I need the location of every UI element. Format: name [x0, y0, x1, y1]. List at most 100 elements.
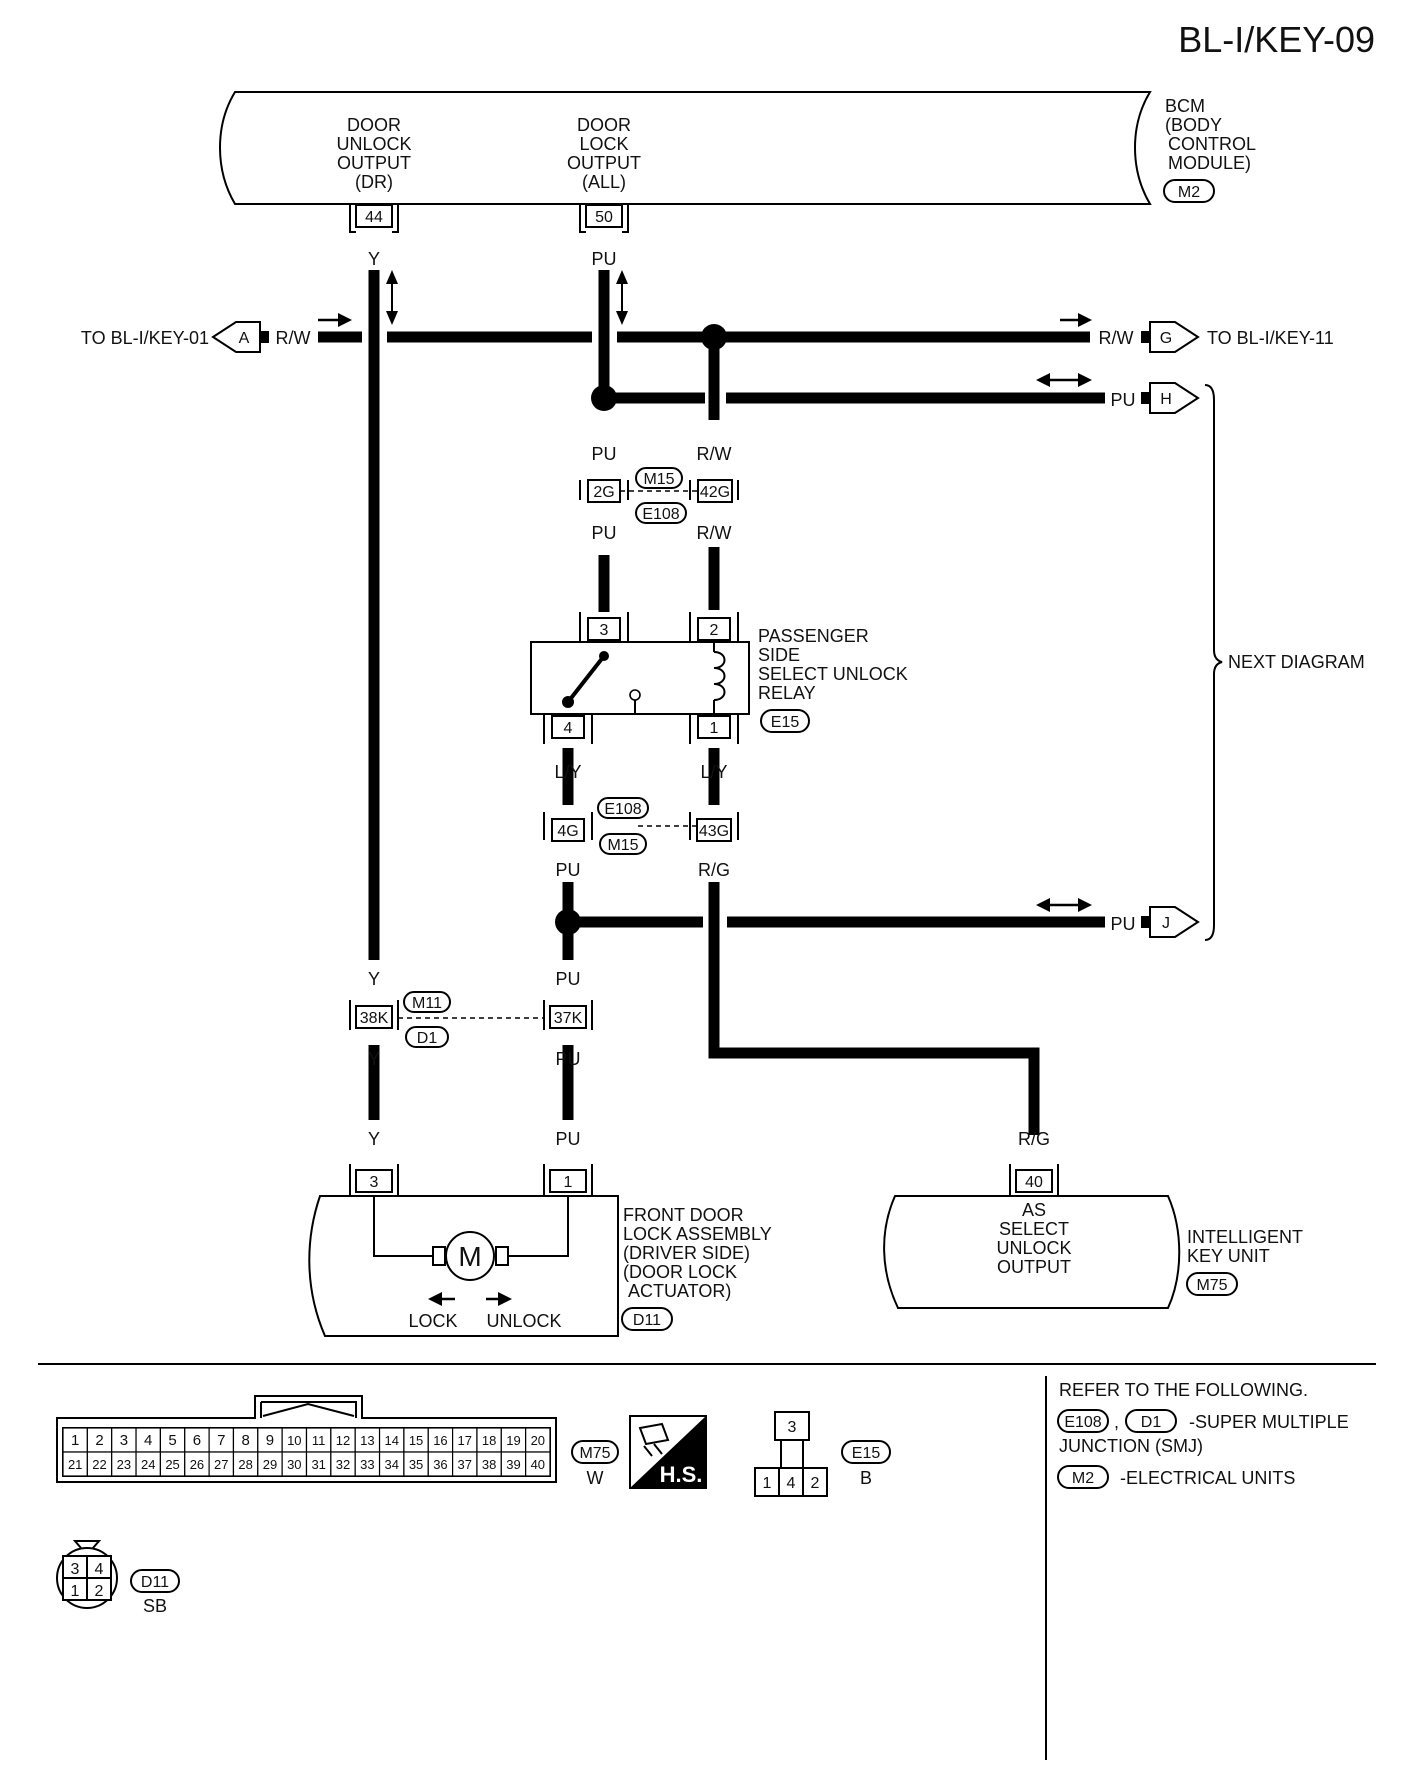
- m75-pin-cell: [525, 1427, 551, 1453]
- m75-pin-cell: [281, 1451, 308, 1477]
- svg-text:Y: Y: [368, 249, 380, 269]
- m75-pin-number: 22: [92, 1457, 106, 1472]
- bcm-lock-label-4: (ALL): [582, 172, 626, 192]
- svg-text:FRONT DOOR: FRONT DOOR: [623, 1205, 744, 1225]
- m75-pin-cell: [330, 1451, 356, 1477]
- m75-pin-number: 35: [409, 1457, 423, 1472]
- svg-text:43G: 43G: [699, 823, 729, 840]
- relay-label: PASSENGER SIDE SELECT UNLOCK RELAY E15: [758, 626, 908, 733]
- svg-text:SELECT UNLOCK: SELECT UNLOCK: [758, 664, 908, 684]
- m75-pin-number: 33: [360, 1457, 374, 1472]
- svg-text:M2: M2: [1072, 1470, 1094, 1487]
- svg-text:4: 4: [787, 1475, 796, 1492]
- m75-view-label: M75 W: [571, 1440, 619, 1488]
- svg-text:Y: Y: [368, 1049, 380, 1069]
- m75-pin-number: 39: [506, 1457, 520, 1472]
- svg-text:INTELLIGENT: INTELLIGENT: [1187, 1227, 1303, 1247]
- bcm-label: BCM (BODY CONTROL MODULE) M2: [1163, 96, 1256, 203]
- svg-text:CONTROL: CONTROL: [1168, 134, 1256, 154]
- bcm-unlock-label-3: OUTPUT: [337, 153, 411, 173]
- svg-text:W: W: [587, 1468, 604, 1488]
- m75-pin-cell: [305, 1427, 332, 1453]
- e15-view-label: E15 B: [841, 1440, 891, 1488]
- m75-pin-number: 26: [190, 1457, 204, 1472]
- m75-pin-cell: [354, 1451, 381, 1477]
- svg-text:D1: D1: [417, 1030, 438, 1047]
- m75-pin-number: 32: [336, 1457, 350, 1472]
- m75-pin-number: 19: [506, 1433, 520, 1448]
- m75-pin-number: 14: [384, 1433, 398, 1448]
- offpage-h: H: [1141, 382, 1200, 414]
- bcm-connector-id: M2: [1178, 184, 1200, 201]
- svg-text:REFER TO THE FOLLOWING.: REFER TO THE FOLLOWING.: [1059, 1380, 1308, 1400]
- svg-text:RELAY: RELAY: [758, 683, 816, 703]
- offpage-g: G TO BL-I/KEY-11: [1141, 321, 1334, 353]
- bcm-block: DOOR UNLOCK OUTPUT (DR) DOOR LOCK OUTPUT…: [219, 91, 1152, 205]
- svg-text:MODULE): MODULE): [1168, 153, 1251, 173]
- svg-text:Y: Y: [368, 1129, 380, 1149]
- m75-pin-cell: [476, 1451, 502, 1477]
- svg-text:R/W: R/W: [697, 444, 732, 464]
- m75-pin-number: 30: [287, 1457, 301, 1472]
- svg-text:3: 3: [370, 1174, 379, 1191]
- m75-pin-number: 11: [312, 1433, 326, 1448]
- m75-pin-number: 28: [238, 1457, 252, 1472]
- svg-text:E108: E108: [1064, 1414, 1101, 1431]
- harness-icon: [638, 1422, 670, 1457]
- m75-pin-cell: [378, 1451, 405, 1477]
- bcm-pin-44: 44: [349, 204, 399, 233]
- svg-text:SELECT: SELECT: [999, 1219, 1069, 1239]
- svg-text:1: 1: [763, 1475, 772, 1492]
- svg-text:M15: M15: [607, 837, 638, 854]
- svg-text:LOCK ASSEMBLY: LOCK ASSEMBLY: [623, 1224, 772, 1244]
- m75-pin-number: 5: [168, 1432, 176, 1449]
- m75-pin-cell: [208, 1451, 235, 1477]
- svg-text:A: A: [239, 330, 250, 347]
- d11-view-label: D11 SB: [130, 1569, 180, 1616]
- wire-color-labels: Y PU R/W R/W PU PU R/W PU R/W L/Y L/Y PU…: [276, 249, 1136, 1149]
- svg-text:PU: PU: [591, 249, 616, 269]
- m75-pin-cell: [159, 1451, 186, 1477]
- svg-text:50: 50: [595, 209, 613, 226]
- m75-pin-number: 29: [263, 1457, 277, 1472]
- bcm-unlock-label-1: DOOR: [347, 115, 401, 135]
- m75-pin-number: 17: [458, 1433, 472, 1448]
- m75-pin-number: 31: [311, 1457, 325, 1472]
- svg-text:40: 40: [1025, 1174, 1043, 1191]
- svg-text:2: 2: [710, 622, 719, 639]
- m75-pin-cell: [525, 1451, 551, 1477]
- svg-text:D1: D1: [1141, 1414, 1162, 1431]
- m75-pin-number: 13: [360, 1433, 374, 1448]
- m75-pin-number: 8: [241, 1432, 249, 1449]
- svg-text:4G: 4G: [557, 823, 578, 840]
- m75-pin-cell: [403, 1451, 429, 1477]
- m75-pin-number: 10: [287, 1433, 301, 1448]
- svg-text:PASSENGER: PASSENGER: [758, 626, 869, 646]
- svg-text:JUNCTION (SMJ): JUNCTION (SMJ): [1059, 1436, 1203, 1456]
- svg-text:PU: PU: [555, 969, 580, 989]
- next-diagram-label: NEXT DIAGRAM: [1228, 652, 1365, 672]
- svg-text:M11: M11: [412, 995, 442, 1012]
- motor-icon: [445, 1231, 495, 1281]
- svg-text:B: B: [860, 1468, 872, 1488]
- m75-pin-cell: [500, 1451, 527, 1477]
- bcm-lock-label-2: LOCK: [579, 134, 628, 154]
- bcm-unlock-label-2: UNLOCK: [336, 134, 411, 154]
- m75-pin-number: 7: [217, 1432, 225, 1449]
- svg-text:1: 1: [710, 720, 719, 737]
- splice-rw: [701, 324, 727, 350]
- e15-connector-view: 3 1 4 2: [754, 1411, 828, 1497]
- m75-pin-number: 34: [384, 1457, 398, 1472]
- m75-pin-number: 16: [433, 1433, 447, 1448]
- reference-notes: REFER TO THE FOLLOWING. E108 , D1 -SUPER…: [1057, 1380, 1349, 1489]
- svg-text:-ELECTRICAL UNITS: -ELECTRICAL UNITS: [1120, 1468, 1295, 1488]
- m75-pin-number: 6: [193, 1432, 201, 1449]
- svg-text:LOCK: LOCK: [408, 1311, 457, 1331]
- m75-pin-number: 24: [141, 1457, 155, 1472]
- m75-pin-cell: [184, 1451, 210, 1477]
- svg-text:KEY UNIT: KEY UNIT: [1187, 1246, 1270, 1266]
- svg-text:SB: SB: [143, 1596, 167, 1616]
- m75-pin-number: 12: [336, 1433, 350, 1448]
